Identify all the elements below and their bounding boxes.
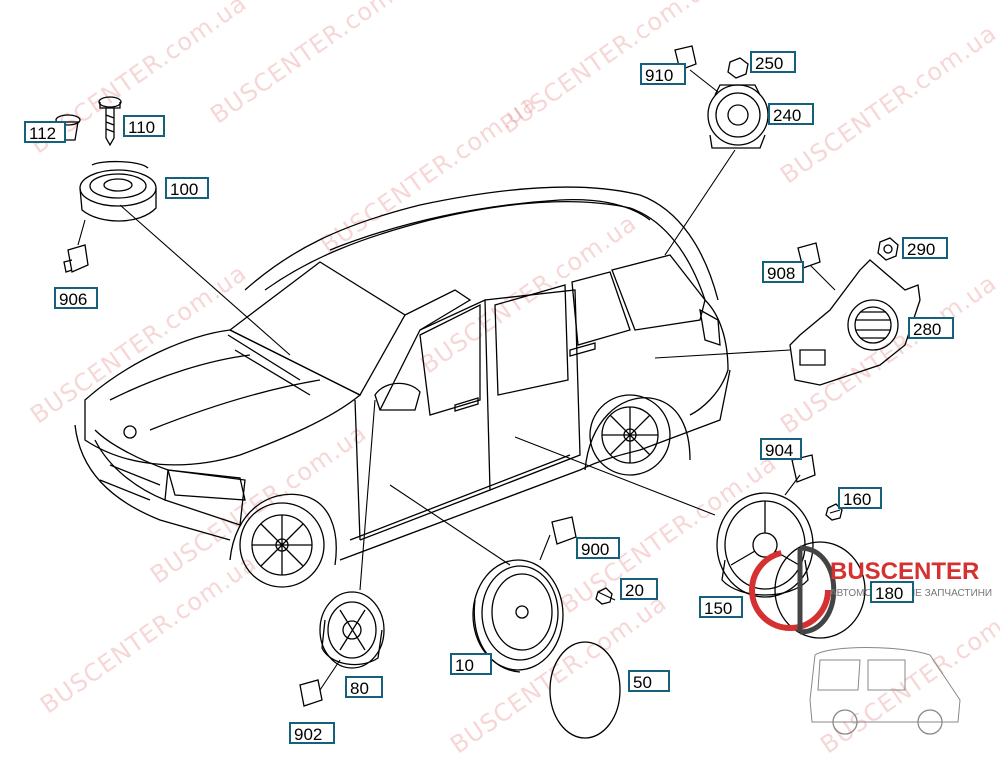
leader-lines <box>77 69 841 691</box>
callout-240: 240 <box>768 103 814 125</box>
callout-250: 250 <box>750 51 796 73</box>
callout-100: 100 <box>165 177 209 199</box>
callout-112: 112 <box>24 121 66 143</box>
connector-904 <box>791 454 816 483</box>
callout-50: 50 <box>628 670 670 692</box>
subwoofer-280 <box>789 259 921 386</box>
callout-290: 290 <box>902 237 948 259</box>
car-outline <box>74 186 731 588</box>
connector-902 <box>299 679 323 707</box>
callout-10: 10 <box>450 653 492 675</box>
callout-906: 906 <box>54 287 98 309</box>
callout-902: 902 <box>289 722 335 744</box>
speaker-80 <box>319 591 385 669</box>
callout-908: 908 <box>762 261 804 283</box>
callout-20: 20 <box>620 578 658 600</box>
callout-180: 180 <box>870 581 914 603</box>
tweeter-240 <box>707 84 769 149</box>
screw-110 <box>98 96 122 147</box>
callout-160: 160 <box>838 487 882 509</box>
callout-150: 150 <box>699 596 743 618</box>
callout-910: 910 <box>640 63 686 85</box>
callout-110: 110 <box>123 115 165 137</box>
callout-80: 80 <box>345 676 383 698</box>
speaker-10 <box>472 559 564 673</box>
screw-160 <box>825 503 843 521</box>
nut-250 <box>727 57 749 79</box>
callout-904: 904 <box>760 438 802 460</box>
logo-wordmark: BUSCENTER <box>830 558 980 585</box>
buscenter-logo-graphic <box>749 545 961 735</box>
screw-20 <box>595 587 613 605</box>
connector-906 <box>63 244 89 273</box>
cover-180 <box>774 541 866 639</box>
tweeter-100 <box>79 160 157 222</box>
connector-900 <box>551 516 577 545</box>
callout-280: 280 <box>908 317 954 339</box>
nut-290 <box>877 237 899 261</box>
cover-50 <box>549 641 621 739</box>
callout-900: 900 <box>576 537 620 559</box>
